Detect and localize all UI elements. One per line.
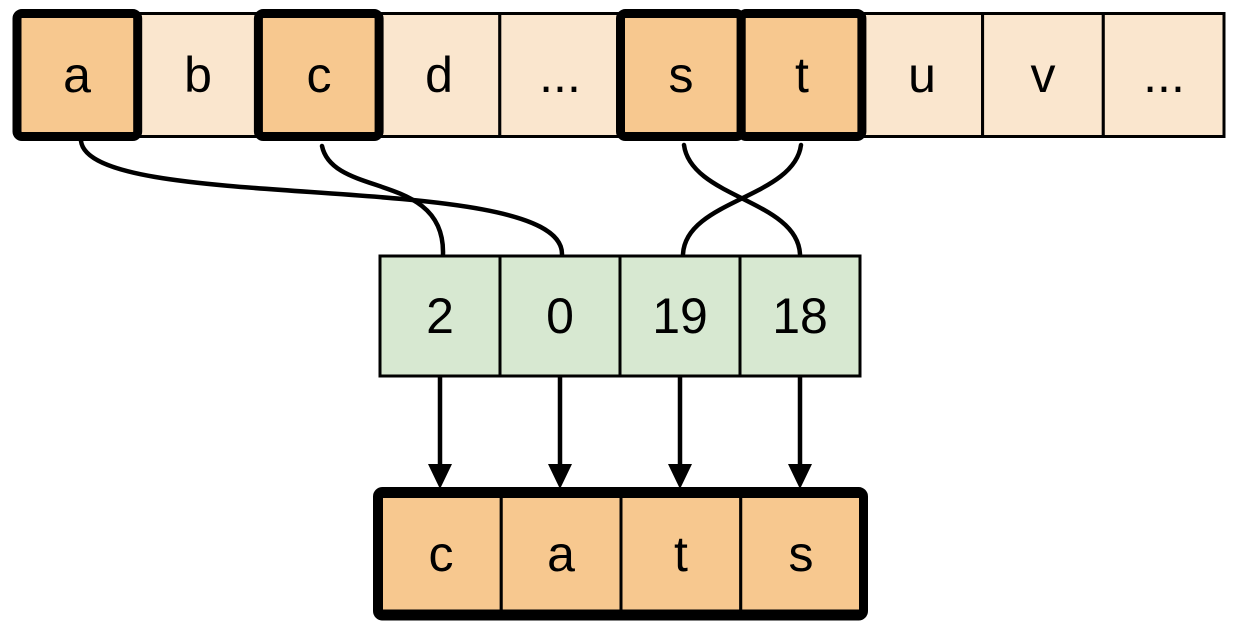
alphabet-label: c (307, 47, 332, 103)
arrow-head-1 (428, 464, 452, 489)
connector-c-to-index2 (319, 143, 446, 257)
result-letter: s (789, 526, 814, 582)
result-row-frame (373, 487, 868, 621)
alphabet-cell-ellipsis-1 (498, 12, 622, 138)
alphabet-cell-ellipsis-2 (1101, 12, 1226, 138)
alphabet-row: a b c d ... s t u v ... (12, 9, 1226, 141)
result-row: c a t s (373, 487, 868, 621)
result-cell-t (619, 495, 743, 613)
alphabet-label: v (1031, 47, 1056, 103)
result-letter: c (429, 526, 454, 582)
index-value: 19 (652, 288, 708, 344)
index-value: 0 (546, 288, 574, 344)
index-row: 2 0 19 18 (378, 254, 862, 378)
index-value: 2 (426, 288, 454, 344)
alphabet-label: u (908, 47, 936, 103)
connector-a-to-index0 (78, 138, 565, 257)
arrow-head-2 (548, 464, 572, 489)
index-cell-2 (378, 254, 502, 378)
index-cell-18 (738, 254, 862, 378)
alphabet-label: t (795, 47, 809, 103)
alphabet-label: b (184, 47, 212, 103)
index-to-result-arrows (428, 377, 812, 489)
alphabet-label: s (669, 47, 694, 103)
letter-to-index-connectors (78, 138, 804, 257)
connector-t-to-index19 (680, 142, 804, 257)
result-letter: t (674, 526, 688, 582)
alphabet-cell-d (377, 12, 502, 138)
result-letter: a (547, 526, 575, 582)
alphabet-label: d (425, 47, 453, 103)
alphabet-label: ... (1143, 47, 1185, 103)
index-value: 18 (772, 288, 828, 344)
alphabet-cell-c-highlighted (253, 9, 384, 141)
index-cell-0 (498, 254, 622, 378)
alphabet-label: a (63, 47, 91, 103)
arrow-head-4 (788, 464, 812, 489)
alphabet-cell-a-highlighted (12, 9, 143, 141)
result-cell-a (499, 495, 623, 613)
alphabet-label: ... (539, 47, 581, 103)
alphabet-cell-t-highlighted (736, 9, 867, 141)
arrow-head-3 (668, 464, 692, 489)
